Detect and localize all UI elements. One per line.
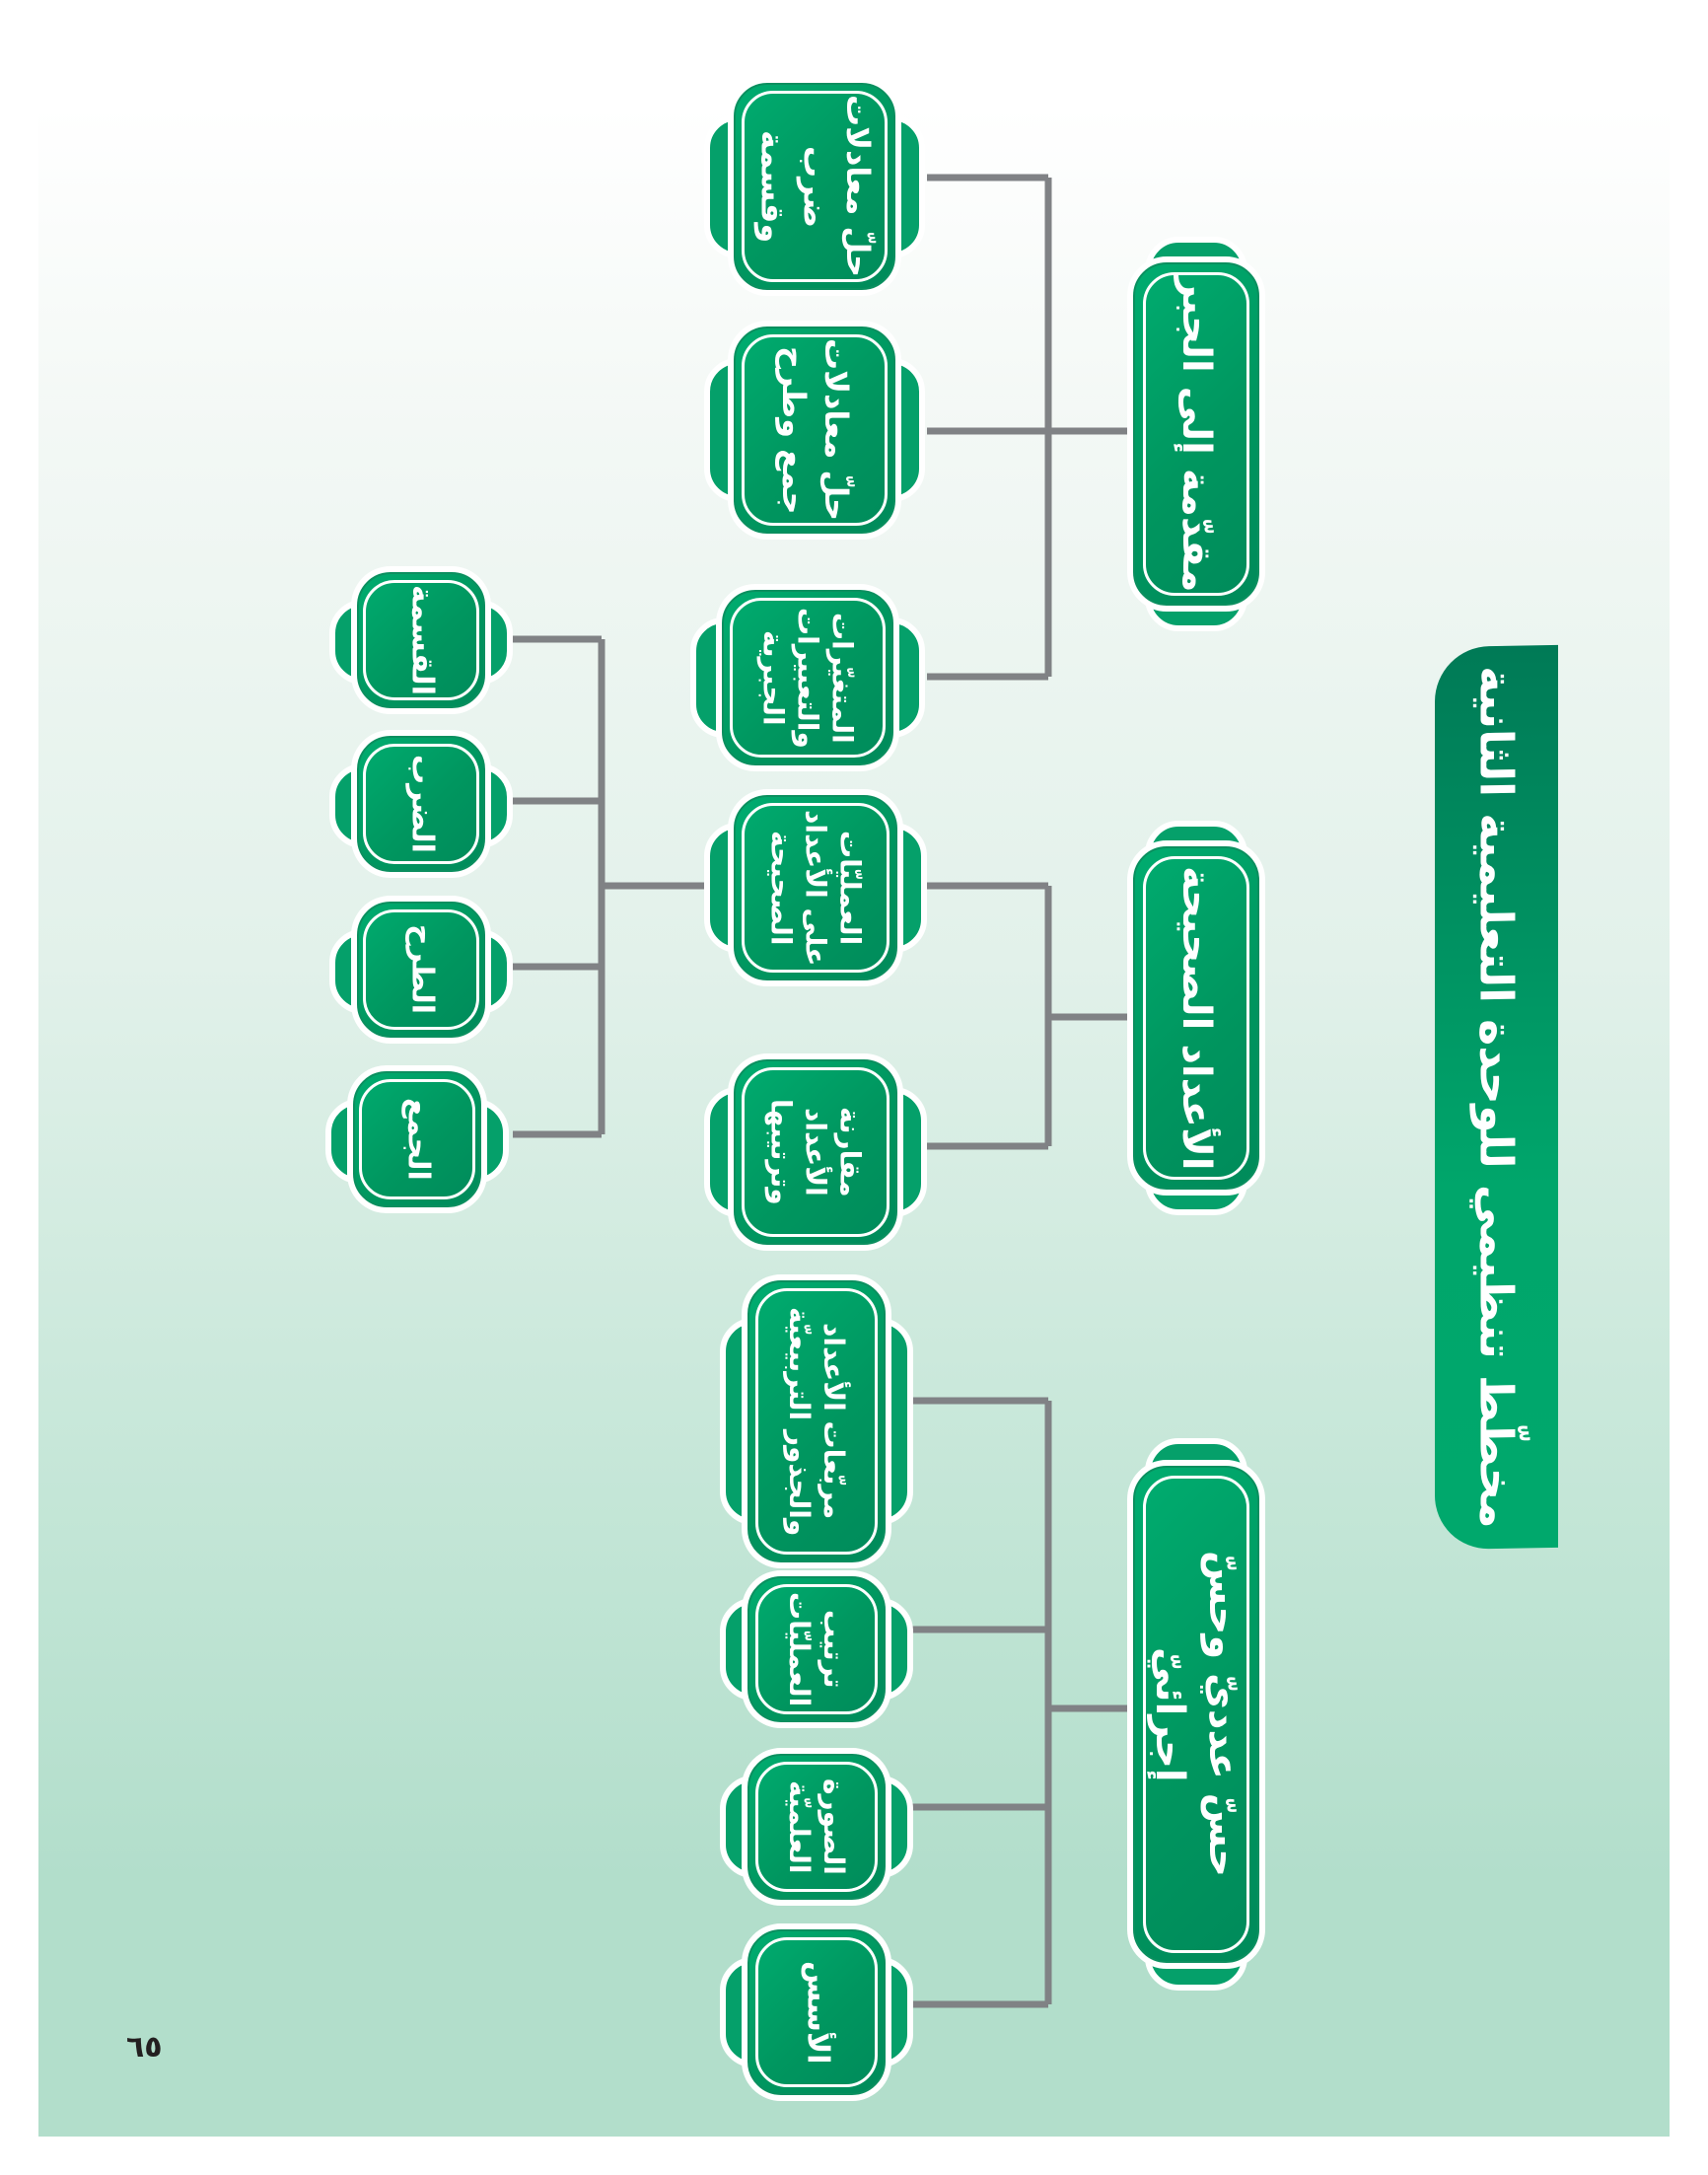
topic-squares-square-roots: مربّعات الأعداد والجذور التربيعيّة (720, 1274, 913, 1568)
subtopic-label: القسمة (404, 585, 440, 695)
page-number: ٦٥ (126, 2030, 163, 2065)
topic-variables-expressions: المتغيّرات والتعبيرات الجبرية (690, 584, 925, 771)
category-label: حسّ عدديّ وحسّ إجرائيّ (1147, 1551, 1245, 1878)
topic-label: مقارنة الأعداد وترتيبها (764, 1099, 867, 1205)
subtopic-subtraction: الطرح (329, 896, 513, 1044)
subtopic-label: الجمع (400, 1098, 436, 1181)
topic-addition-subtraction-equations: حلّ معادلات جمع وطرح (704, 321, 925, 540)
topic-label: ترتيب العمليّات (783, 1591, 850, 1707)
topic-exponents: الأسس (720, 1923, 913, 2101)
topic-label: الصورة العلميّة (783, 1778, 850, 1875)
topic-comparing-ordering-numbers: مقارنة الأعداد وترتيبها (704, 1053, 927, 1251)
category-label: الأعداد الصحيحة (1174, 865, 1219, 1171)
topic-label: مربّعات الأعداد والجذور التربيعيّة (783, 1306, 850, 1537)
subtopic-label: الطرح (404, 924, 440, 1015)
subtopic-label: الضرب (404, 755, 440, 853)
topic-label: المتغيّرات والتعبيرات الجبرية (756, 607, 859, 749)
topic-label: حلّ معادلات جمع وطرح (775, 338, 856, 522)
subtopic-multiplication: الضرب (329, 730, 513, 878)
category-number-sense: حسّ عدديّ وحسّ إجرائيّ (1127, 1438, 1265, 1991)
topic-operations-on-integers: العمليّات على الأعداد الصحيحة (704, 789, 927, 986)
category-label: مقدّمة إلى الجبر (1174, 275, 1219, 593)
topic-multiplication-division-equations: حلّ معادلات ضرب وقسمة (704, 77, 925, 296)
topic-order-of-operations: ترتيب العمليّات (720, 1570, 913, 1728)
category-integers: الأعداد الصحيحة (1127, 821, 1265, 1215)
topic-scientific-notation: الصورة العلميّة (720, 1748, 913, 1906)
category-algebra-intro: مقدّمة إلى الجبر (1127, 237, 1265, 631)
subtopic-division: القسمة (329, 566, 513, 714)
subtopic-addition: الجمع (325, 1065, 509, 1213)
topic-label: الأسس (800, 1960, 835, 2065)
topic-label: حلّ معادلات ضرب وقسمة (753, 95, 877, 278)
topic-label: العمليّات على الأعداد الصحيحة (764, 809, 867, 967)
